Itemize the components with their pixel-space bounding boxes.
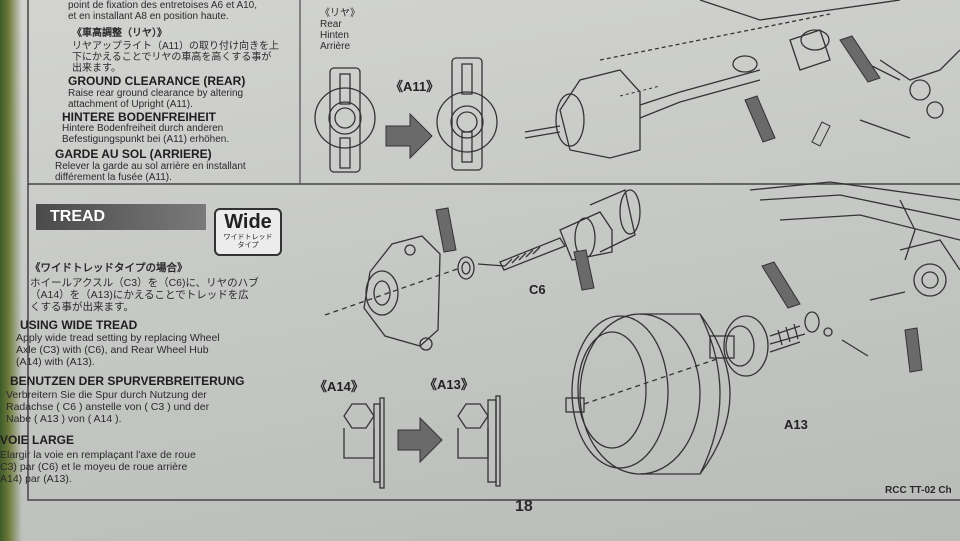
- right-arrow-icon: [397, 416, 443, 464]
- fr-heading-garde-au-sol: GARDE AU SOL (ARRIERE): [55, 147, 212, 161]
- wide-badge-main: Wide: [224, 211, 272, 233]
- fr-text-garde-au-sol: Relever la garde au sol arrière en insta…: [55, 161, 246, 183]
- hub-a14-small: [343, 397, 385, 489]
- jp-text-ride-height: リヤアップライト（A11）の取り付け向きを上 下にかえることでリヤの車高を高くす…: [72, 41, 280, 74]
- fr-heading-voie-large: VOIE LARGE: [0, 433, 75, 447]
- de-heading-bodenfreiheit: HINTERE BODENFREIHEIT: [62, 110, 217, 124]
- screwdriver-icon: [761, 261, 801, 309]
- upright-a11-right: [436, 57, 498, 171]
- jp-text-wide-tread: ホイールアクスル（C3）を（C6)に、リヤのハブ （A14）を（A13)にかえる…: [30, 277, 259, 313]
- right-arrow-icon: [385, 112, 433, 160]
- screwdriver-icon: [839, 35, 881, 83]
- callout-a13: A13: [784, 417, 808, 432]
- en-heading-ground-clearance: GROUND CLEARANCE (REAR): [68, 74, 246, 88]
- part-label-a13: 《A13》: [424, 377, 474, 392]
- intro-text: point de fixation des entretoises A6 et …: [68, 0, 258, 22]
- en-text-ground-clearance: Raise rear ground clearance by altering …: [68, 88, 244, 110]
- jp-heading-ride-height: 《車高調整（リヤ）》: [72, 28, 167, 39]
- hub-carrier: [324, 235, 461, 351]
- tread-title: TREAD: [36, 204, 206, 230]
- rear-label: 《リヤ》 Rear Hinten Arrière: [320, 8, 360, 52]
- en-heading-wide-tread: USING WIDE TREAD: [20, 318, 138, 332]
- page-number: 18: [515, 498, 533, 515]
- callout-c6: C6: [529, 282, 546, 297]
- hub-a13: [709, 311, 869, 377]
- footer-title: RCC TT-02 Ch: [885, 485, 952, 496]
- de-heading-spurverbreiterung: BENUTZEN DER SPURVERBREITERUNG: [10, 374, 245, 388]
- en-text-wide-tread: Apply wide tread setting by replacing Wh…: [16, 332, 220, 368]
- jp-heading-wide-tread: 《ワイドトレッドタイプの場合》: [30, 262, 188, 274]
- de-text-spurverbreiterung: Verbreitern Sie die Spur durch Nutzung d…: [6, 389, 210, 425]
- green-table-edge: [0, 0, 22, 541]
- de-text-bodenfreiheit: Hintere Bodenfreiheit durch anderen Befe…: [62, 123, 230, 145]
- screwdriver-icon: [573, 249, 595, 291]
- axle-c6: [457, 189, 641, 280]
- wheel: [565, 313, 731, 475]
- screwdriver-icon: [904, 327, 923, 373]
- screwdriver-icon: [435, 207, 457, 253]
- rear-suspension-top: [524, 0, 960, 159]
- wide-badge: Wide ワイドトレッド タイプ: [214, 208, 282, 256]
- screwdriver-icon: [744, 95, 776, 143]
- fr-text-voie-large: Elargir la voie en remplaçant l'axe de r…: [0, 449, 196, 485]
- rear-suspension-tread: [749, 181, 960, 301]
- part-label-a11: 《A11》: [390, 79, 440, 94]
- hub-a13-small: [457, 395, 501, 487]
- wide-badge-sub: ワイドトレッド タイプ: [223, 234, 273, 249]
- upright-a11-left: [314, 67, 376, 173]
- part-label-a14: 《A14》: [314, 379, 364, 394]
